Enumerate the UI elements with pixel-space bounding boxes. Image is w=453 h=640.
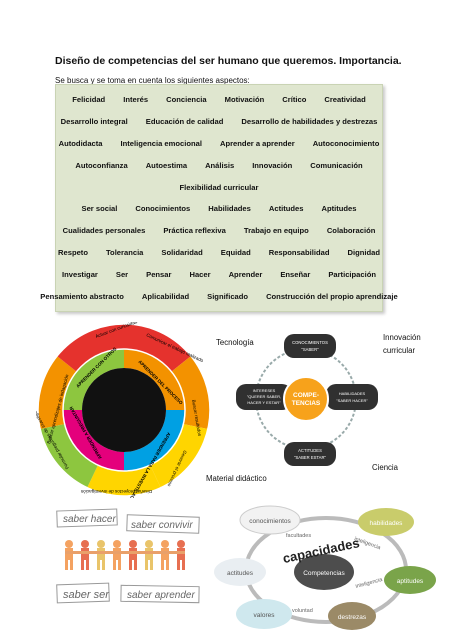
aspects-row: Flexibilidad curricular <box>56 183 382 192</box>
saber-illustration: saber hacer saber convivir saber ser sab… <box>56 508 200 604</box>
aspect-term: Felicidad <box>72 95 106 105</box>
aspect-term: Equidad <box>220 247 251 257</box>
aspect-term: Motivación <box>224 95 265 105</box>
page-title: Diseño de competencias del ser humano qu… <box>55 55 402 67</box>
label-curricular: curricular <box>383 346 416 355</box>
wheel-outer-label: Diseñar proyectos de investigación <box>80 489 152 494</box>
competencias-diagram: CONOCIMIENTOS "SABER" INTERESES "QUERER … <box>236 334 378 466</box>
aspect-term: Ser social <box>81 204 118 214</box>
aspects-row: Autodidacta Inteligencia emocional Aprende… <box>56 139 382 148</box>
label-material: Material didáctico <box>206 474 267 483</box>
comp-bottom-1: ACTITUDES <box>298 448 322 453</box>
aspects-box: Felicidad Interés Conciencia Motivación Crít… <box>40 84 398 312</box>
cap-node: conocimientos <box>249 518 291 525</box>
label-ciencia: Ciencia <box>372 463 399 472</box>
aspect-term: Significado <box>207 291 249 301</box>
cap-arrow-label: facultades <box>286 533 311 539</box>
aspect-term: Conciencia <box>166 95 207 105</box>
aspects-row: Cualidades personales Práctica reflexiva T… <box>56 226 382 235</box>
aspect-term: Interés <box>123 95 149 105</box>
aspect-term: Inteligencia emocional <box>120 138 202 148</box>
aspect-term: Práctica reflexiva <box>163 226 226 236</box>
aspect-term: Comunicación <box>310 160 363 170</box>
wheel-outer-label: Buscar resultados <box>191 399 202 437</box>
aspect-term: Desarrollo de habilidades y destrezas <box>241 117 378 127</box>
aspect-term: Trabajo en equipo <box>243 226 309 236</box>
aspect-term: Participación <box>328 269 376 279</box>
aspect-term: Autoestima <box>145 160 188 170</box>
aspect-term: Pensar <box>146 269 172 279</box>
aspects-row: Desarrollo integral Educación de calidad D… <box>56 117 382 126</box>
cap-node: valores <box>254 612 276 619</box>
aspects-row: Autoconfianza Autoestima Análisis Innovació… <box>56 161 382 170</box>
label-tecnologia: Tecnología <box>216 338 254 347</box>
comp-right-1: HABILIDADES <box>339 391 366 396</box>
aspect-term: Desarrollo integral <box>60 117 128 127</box>
aspect-term: Tolerancia <box>105 247 144 257</box>
cap-node: habilidades <box>370 520 404 527</box>
aspect-term: Cualidades personales <box>62 226 146 236</box>
aspect-term: Enseñar <box>280 269 311 279</box>
aspect-term: Aprender a aprender <box>219 138 295 148</box>
aspect-term: Educación de calidad <box>145 117 224 127</box>
aspects-row: Respeto Tolerancia Solidaridad Equidad Respo… <box>56 248 382 257</box>
comp-top-1: CONOCIMIENTOS <box>292 340 328 345</box>
aspect-term: Colaboración <box>326 226 376 236</box>
aspect-term: Respeto <box>58 247 88 257</box>
saber-hacer: saber hacer <box>63 514 116 525</box>
people-chain-icon <box>65 540 185 570</box>
comp-center-1: COMPE- <box>293 392 319 399</box>
aspect-term: Investigar <box>62 269 98 279</box>
aspect-term: Autoconocimiento <box>312 138 380 148</box>
aspect-term: Hacer <box>189 269 211 279</box>
aspect-term: Conocimientos <box>135 204 191 214</box>
label-innovacion: Innovación <box>383 333 421 342</box>
cap-arrow-label: inteligencia <box>355 577 384 590</box>
aspect-term: Solidaridad <box>161 247 203 257</box>
comp-left-3: HACER Y ESTAR" <box>247 400 281 405</box>
aspects-row: Pensamiento abstracto Aplicabilidad Signif… <box>40 291 397 301</box>
aspect-term: Autodidacta <box>58 138 103 148</box>
aspect-term: Responsabilidad <box>268 247 330 257</box>
aspect-term: Análisis <box>205 160 235 170</box>
aspects-row: Investigar Ser Pensar Hacer Aprender Enseñar P… <box>56 270 382 279</box>
aspect-term: Aplicabilidad <box>141 291 190 301</box>
aspects-row: Felicidad Interés Conciencia Motivación Crít… <box>56 95 382 104</box>
comp-bottom-2: "SABER ESTAR" <box>294 455 326 460</box>
aspect-term: Aptitudes <box>321 204 357 214</box>
aspects-row: Ser social Conocimientos Habilidades Actitu… <box>56 204 382 213</box>
intro-text: Se busca y se toma en cuenta los siguien… <box>55 76 250 85</box>
saber-ser: saber ser <box>63 589 110 601</box>
cap-node: actitudes <box>227 570 254 577</box>
saber-convivir: saber convivir <box>131 520 193 531</box>
aspect-term: Creatividad <box>324 95 366 105</box>
comp-right-2: "SABER HACER" <box>336 398 368 403</box>
aspect-term: Autoconfianza <box>75 160 128 170</box>
aspect-term: Ser <box>115 269 129 279</box>
comp-top-2: "SABER" <box>301 347 319 352</box>
aspect-term: Dignidad <box>347 247 380 257</box>
aspect-term: Construcción del propio aprendizaje <box>266 291 398 301</box>
cap-node: aptitudes <box>397 578 424 585</box>
comp-center-2: TENCIAS <box>292 400 321 407</box>
capacidades-diagram: conocimientos habilidades aptitudes dest… <box>214 505 436 630</box>
aspect-term: Aprender <box>228 269 263 279</box>
comp-left-1: INTERESES <box>253 388 276 393</box>
comp-left-2: "QUERER SABER, <box>247 394 281 399</box>
aspect-term: Innovación <box>252 160 293 170</box>
cap-arrow-label: voluntad <box>292 608 313 614</box>
competency-wheel: Actuar con curiosidad Comunicar el traba… <box>36 322 211 498</box>
aspect-term: Flexibilidad curricular <box>179 182 259 192</box>
cap-node: destrezas <box>338 614 367 621</box>
cap-center: Competencias <box>303 570 345 577</box>
aspect-term: Actitudes <box>268 204 304 214</box>
aspect-term: Crítico <box>282 95 307 105</box>
aspect-term: Habilidades <box>208 204 251 214</box>
aspect-term: Pensamiento abstracto <box>40 291 124 301</box>
saber-aprender: saber aprender <box>127 590 195 601</box>
